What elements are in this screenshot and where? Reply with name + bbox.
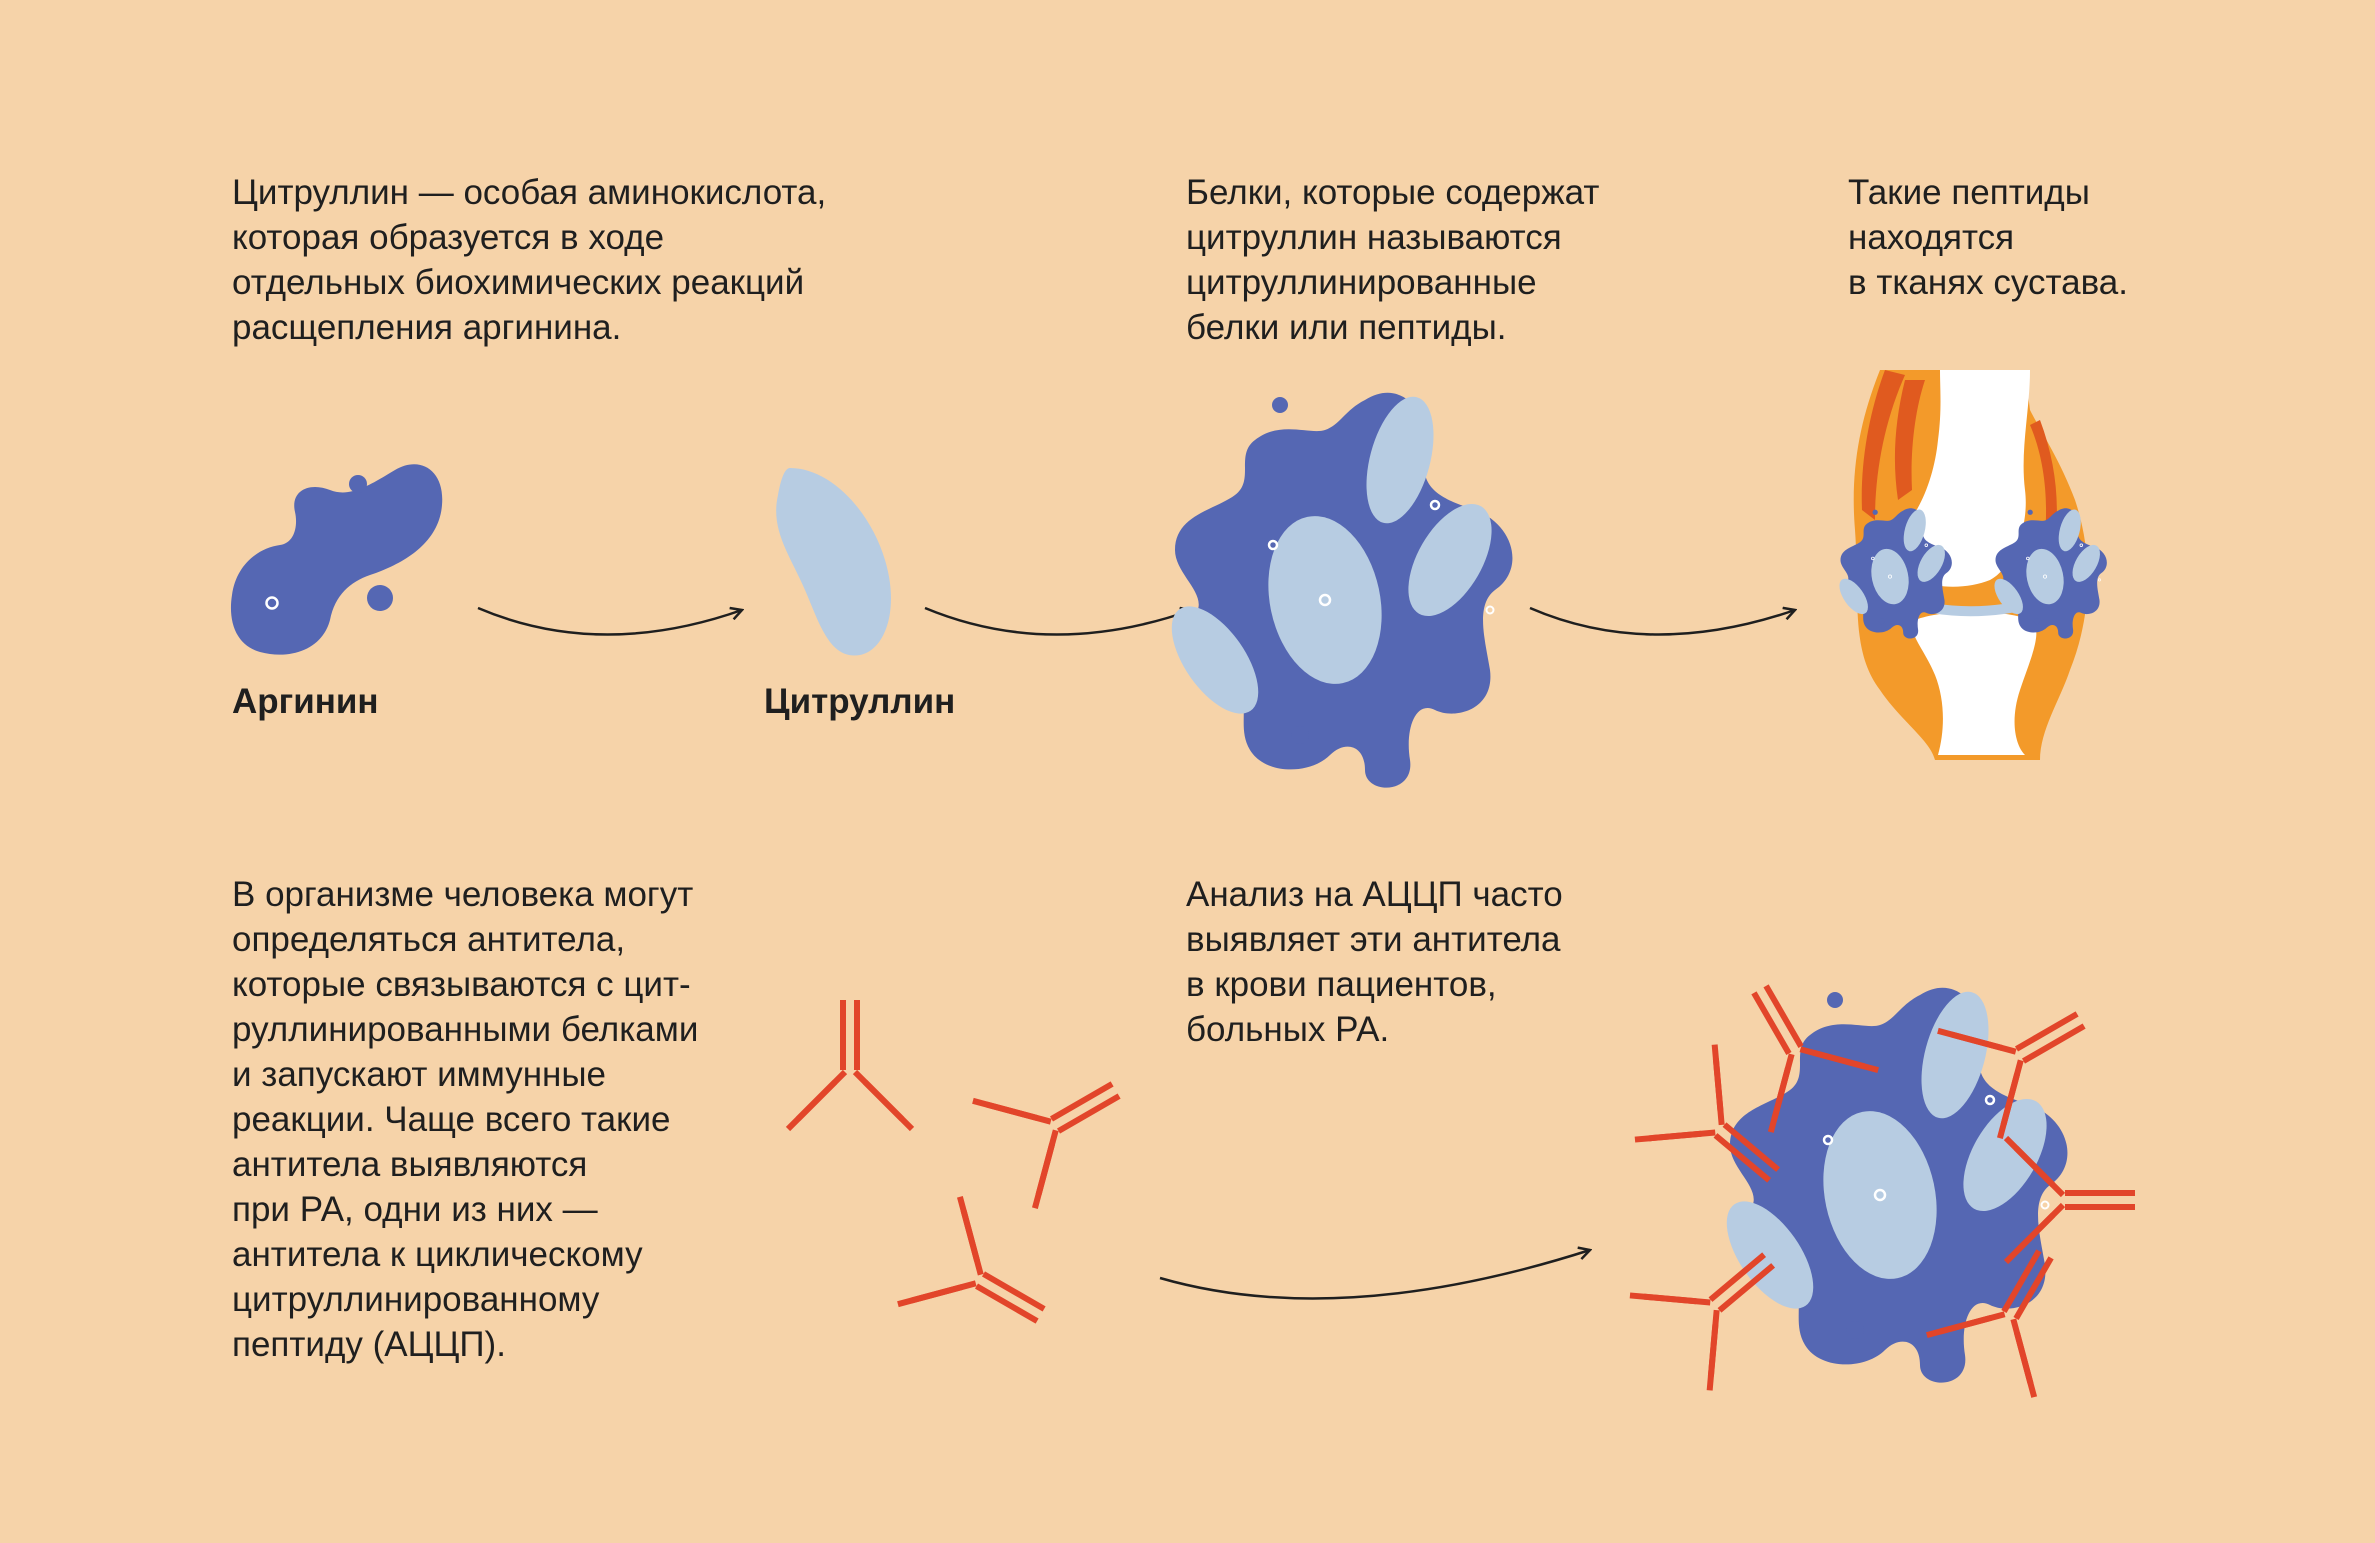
accp-test-text: Анализ на АЦЦП часто выявляет эти антите… — [1186, 875, 1563, 1049]
joint-location-text: Такие пептиды находятся в тканях сустава… — [1848, 173, 2128, 302]
arginine-molecule-icon — [230, 464, 443, 655]
citrullinated-protein-icon — [1153, 388, 1514, 789]
joint-icon — [1833, 370, 2108, 760]
citrullinated-proteins-text: Белки, которые содержат цитруллин называ… — [1186, 173, 1600, 347]
arrow-citrulline-to-protein — [924, 608, 1192, 636]
arrow-antibodies-to-cluster — [1159, 1250, 1590, 1300]
arrow-arginine-to-citrulline — [477, 608, 742, 636]
antibody-icon-2 — [973, 1036, 1147, 1208]
arginine-label: Аргинин — [232, 682, 379, 721]
antibody-icon-3 — [898, 1197, 1072, 1369]
antibodies-text: В организме человека могут определяться … — [232, 875, 699, 1364]
citrulline-molecule-icon — [776, 468, 891, 656]
antibody-icon-1 — [788, 1000, 912, 1129]
citrulline-definition-text: Цитруллин — особая аминокислота, которая… — [232, 173, 827, 347]
citrulline-label: Цитруллин — [764, 682, 956, 721]
arrow-protein-to-joint — [1529, 608, 1795, 636]
